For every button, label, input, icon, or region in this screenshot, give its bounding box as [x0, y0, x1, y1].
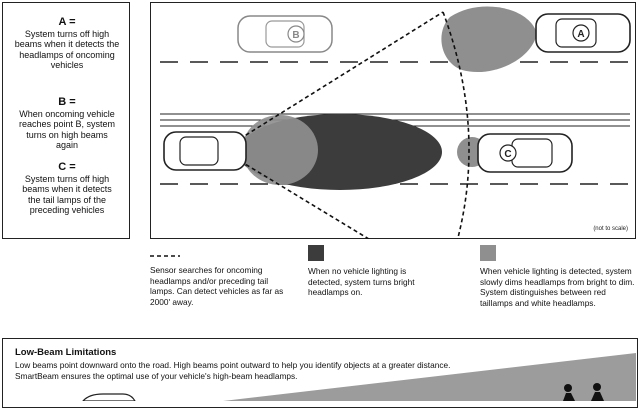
legend-text-a: System turns off high beams when it dete… — [14, 28, 120, 71]
legend-key-a: A = — [58, 16, 76, 28]
car-b: B — [236, 14, 333, 53]
car-b-label: B — [292, 30, 299, 41]
legend-item-b: B = When oncoming vehicle reaches point … — [3, 97, 131, 151]
car-c-badge — [498, 143, 517, 162]
low-beam-illustration — [82, 353, 636, 401]
car-a: A — [534, 12, 631, 53]
car-a-badge — [571, 23, 590, 42]
legend-key-b: B = — [58, 96, 76, 108]
scale-note: (not to scale) — [593, 226, 628, 232]
sensor-range-arc — [441, 11, 470, 239]
pedestrian-1-body — [563, 393, 575, 401]
low-beam-title: Low-Beam Limitations — [15, 347, 117, 358]
car-a-roof — [554, 17, 597, 48]
low-beam-panel: Low-Beam Limitations Low beams point dow… — [2, 338, 638, 408]
road-diagram-svg: B A C (not to scale) — [159, 5, 631, 239]
oncoming-beam-light — [440, 5, 537, 72]
pedestrian-1-head — [564, 384, 572, 392]
dark-beam-swatch — [308, 245, 324, 261]
car-ego-body — [162, 130, 247, 171]
dashed-line-key — [150, 255, 180, 257]
legend-text-c: System turns off high beams when it dete… — [22, 173, 112, 216]
car-c-body — [476, 132, 573, 173]
light-beam-swatch — [480, 245, 496, 261]
car-c-label: C — [504, 149, 511, 160]
car-b-body — [236, 14, 333, 53]
low-beam-line-2: SmartBeam ensures the optimal use of you… — [15, 371, 298, 381]
car-c: C — [476, 132, 573, 173]
note-vehicle-detected: When vehicle lighting is detected, syste… — [480, 266, 635, 308]
car-a-label: A — [577, 29, 584, 40]
pedestrian-2-body — [591, 392, 604, 401]
legend-text-b: When oncoming vehicle reaches point B, s… — [18, 108, 116, 151]
sensor-cone-lower — [221, 148, 370, 239]
low-beam-line-1: Low beams point downward onto the road. … — [15, 360, 451, 370]
road-diagram: B A C (not to scale) — [150, 2, 636, 239]
car-b-badge — [286, 24, 305, 43]
legend-item-a: A = System turns off high beams when it … — [3, 17, 131, 71]
legend-key-c: C = — [58, 161, 76, 173]
car-ego-roof — [178, 135, 219, 166]
legend-item-c: C = System turns off high beams when it … — [3, 162, 131, 216]
high-beam-wedge — [223, 353, 636, 401]
bottom-car-outline — [82, 393, 136, 401]
pedestrian-2-head — [593, 383, 601, 391]
pedestrian-1-icon — [563, 384, 575, 401]
low-beam-light-ego — [241, 114, 318, 185]
legend-panel: A = System turns off high beams when it … — [2, 2, 130, 239]
car-ego — [162, 130, 247, 171]
sensor-cone-upper — [221, 10, 443, 151]
note-sensor: Sensor searches for oncoming headlamps a… — [150, 265, 284, 307]
note-no-vehicle: When no vehicle lighting is detected, sy… — [308, 266, 415, 297]
pedestrian-2-icon — [591, 383, 604, 401]
